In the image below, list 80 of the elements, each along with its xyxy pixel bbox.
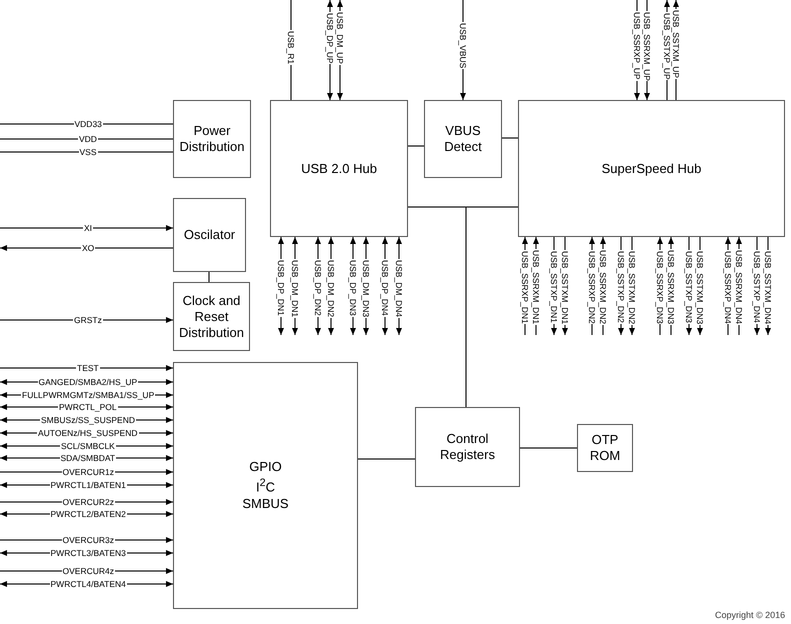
signal-label: VSS (78, 147, 98, 157)
signal-label: USB_SSRXP_UP (632, 11, 642, 81)
signal-label: USB_DP_DN3 (348, 259, 358, 317)
signal-label: PWRCTL3/BATEN3 (50, 548, 127, 558)
register-block (415, 407, 520, 487)
block-label: SuperSpeed Hub (602, 160, 702, 176)
function-block (424, 100, 502, 178)
signal-label: USB_R1 (286, 30, 296, 65)
signal-label: USB_SSRXM_DN4 (734, 249, 744, 326)
block-label: Power Distribution (179, 123, 245, 155)
signal-label: TEST (76, 363, 100, 373)
connector-line (466, 206, 518, 408)
signal-label: USB_SSRXP_DN3 (655, 250, 665, 324)
signal-label: VDD33 (74, 119, 103, 129)
signal-label: SMBUSz/SS_SUSPEND (40, 415, 136, 425)
signal-label: USB_SSTXP_DN1 (549, 250, 559, 324)
signal-label: USB_DP_DN2 (313, 259, 323, 317)
block-label: USB 2.0 Hub (301, 160, 377, 176)
signal-label: PWRCTL_POL (58, 402, 118, 412)
signal-label: XI (83, 223, 94, 233)
signal-label: USB_SSRXM_UP (642, 10, 652, 82)
block-label: Oscilator (184, 227, 236, 243)
signal-label: OVERCUR4z (62, 566, 115, 576)
signal-label: USB_SSRXP_DN4 (723, 250, 733, 324)
function-block (173, 100, 251, 178)
signal-label: USB_SSRXM_DN2 (598, 249, 608, 326)
signal-label: SCL/SMBCLK (60, 441, 116, 451)
function-block (173, 282, 250, 351)
signal-label: AUTOENz/HS_SUSPEND (37, 428, 139, 438)
signal-label: PWRCTL4/BATEN4 (50, 579, 127, 589)
signal-label: GANGED/SMBA2/HS_UP (38, 377, 138, 387)
block-label: Control Registers (440, 431, 495, 463)
signal-label: USB_SSRXP_DN2 (587, 250, 597, 324)
block-label: GPIO I$^{2}$C SMBUS (242, 459, 289, 512)
function-block (270, 100, 408, 237)
connector-line (358, 458, 416, 460)
signal-label: OVERCUR3z (62, 535, 115, 545)
signal-label: USB_SSTXM_DN4 (763, 250, 773, 325)
connector-line (208, 272, 210, 282)
signal-label: USB_SSRXP_DN1 (520, 250, 530, 324)
signal-label: PWRCTL2/BATEN2 (50, 509, 127, 519)
signal-label: USB_SSTXM_DN1 (560, 250, 570, 325)
signal-label: USB_DP_DN1 (276, 259, 286, 317)
memory-block (577, 424, 633, 472)
signal-line (0, 365, 174, 371)
signal-label: OVERCUR1z (62, 467, 115, 477)
signal-label: USB_SSTXP_DN3 (684, 250, 694, 324)
signal-label: USB_SSTXM_DN3 (695, 250, 705, 325)
signal-line (0, 138, 174, 140)
function-block (173, 198, 246, 272)
block-label: VBUS Detect (444, 123, 482, 155)
block-label: OTP ROM (590, 432, 620, 464)
signal-label: USB_DP_DN4 (380, 259, 390, 317)
signal-label: USB_DP_UP (325, 12, 335, 64)
signal-label: VDD (78, 134, 98, 144)
signal-label: PWRCTL1/BATEN1 (50, 480, 127, 490)
signal-label: USB_DM_DN4 (394, 258, 404, 318)
signal-label: USB_SSTXP_DN4 (752, 250, 762, 324)
signal-label: USB_DM_UP (335, 11, 345, 65)
signal-label: USB_VBUS (458, 22, 468, 69)
signal-line (0, 245, 174, 251)
signal-label: USB_DM_DN3 (361, 258, 371, 318)
signal-label: USB_SSRXM_DN3 (666, 249, 676, 326)
signal-label: USB_SSTXM_UP (671, 9, 681, 80)
block-label: Clock and Reset Distribution (178, 292, 244, 340)
signal-label: USB_SSTXM_DN2 (627, 250, 637, 325)
signal-label: USB_SSTXP_DN2 (616, 250, 626, 324)
signal-label: USB_DM_DN1 (290, 258, 300, 318)
signal-label: OVERCUR2z (62, 497, 115, 507)
copyright-note: Copyright © 2016 (715, 610, 786, 620)
interface-block (173, 362, 358, 609)
function-block (518, 100, 785, 237)
signal-line (0, 225, 174, 231)
signal-label: USB_SSTXP_UP (662, 12, 672, 80)
signal-label: SDA/SMBDAT (60, 453, 116, 463)
signal-label: USB_SSRXM_DN1 (531, 249, 541, 326)
signal-label: GRSTz (73, 315, 103, 325)
signal-label: XO (81, 243, 96, 253)
signal-label: FULLPWRMGMTz/SMBA1/SS_UP (21, 390, 156, 400)
signal-label: USB_DM_DN2 (326, 258, 336, 318)
